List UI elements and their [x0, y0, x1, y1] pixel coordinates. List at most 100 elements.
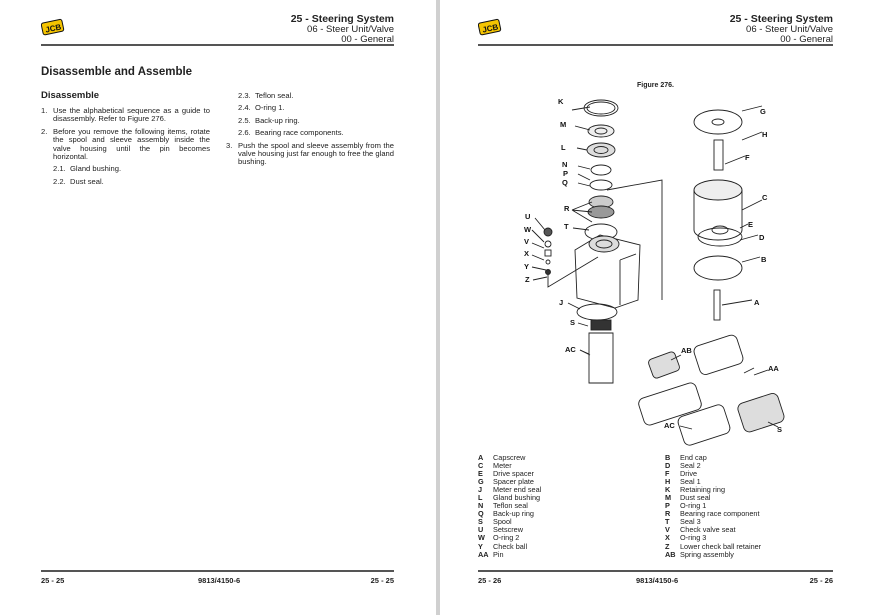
substep-text: Dust seal. — [70, 176, 104, 186]
subsection-title: 06 - Steer Unit/Valve — [746, 24, 833, 35]
svg-text:JCB: JCB — [45, 22, 63, 34]
legend-label: Seal 1 — [680, 477, 701, 487]
callout-label: H — [762, 130, 767, 139]
step-number: 2. — [41, 126, 48, 136]
substep: 2.4.O-ring 1. — [238, 103, 394, 112]
legend-key: J — [478, 485, 483, 495]
callout-label: F — [745, 153, 750, 162]
callout-label: C — [762, 193, 768, 202]
callout-label: V — [524, 237, 529, 246]
legend-key: V — [665, 525, 670, 535]
callout-label: A — [754, 298, 760, 307]
legend-key: B — [665, 453, 671, 462]
substep-text: Back-up ring. — [255, 115, 300, 125]
jcb-logo: JCB — [478, 18, 502, 36]
publication-number: 9813/4150-6 — [198, 576, 241, 585]
legend-label: Bearing race component — [680, 509, 760, 519]
legend-key: T — [665, 517, 670, 527]
legend-label: Meter end seal — [493, 485, 542, 495]
subsubsection-title: 00 - General — [780, 34, 833, 45]
substep-text: Gland bushing. — [70, 164, 122, 174]
legend-row: E Drive spacer — [478, 470, 541, 478]
step-text: Push the spool and sleeve assembly from … — [238, 140, 394, 167]
substep: 2.2.Dust seal. — [53, 176, 210, 186]
legend-label: Back-up ring — [493, 509, 534, 519]
page-header: 25 - Steering System 06 - Steer Unit/Val… — [730, 13, 833, 45]
legend-label: O-ring 2 — [493, 533, 520, 543]
step-1: 1.Use the alphabetical sequence as a gui… — [41, 106, 210, 124]
callout-label: AC — [664, 421, 675, 430]
legend-label: Seal 3 — [680, 517, 701, 527]
page-header: 25 - Steering System 06 - Steer Unit/Val… — [291, 13, 394, 45]
step-2: 2. Before you remove the following items,… — [41, 126, 210, 162]
substep: 2.6.Bearing race components. — [238, 128, 394, 138]
legend-key: Z — [665, 541, 670, 551]
legend-row: C Meter — [478, 461, 541, 471]
legend-label: O-ring 1 — [680, 501, 707, 511]
legend-label: Meter — [493, 461, 512, 471]
callout-label: S — [777, 425, 782, 434]
callout-label: AA — [768, 364, 779, 373]
legend-key: S — [478, 517, 483, 527]
page-number-right: 25 - 25 — [370, 576, 394, 585]
legend-label: Dust seal — [680, 493, 711, 503]
spool-housing-parts — [531, 99, 641, 384]
callout-label: AB — [681, 346, 692, 355]
legend-label: Drive — [680, 469, 698, 479]
legend-key: C — [478, 461, 484, 471]
callout-label: Q — [562, 178, 568, 187]
callout-label: R — [564, 204, 570, 213]
substep-number: 2.6. — [238, 128, 251, 138]
legend-key: F — [665, 469, 670, 479]
callout-label: M — [560, 120, 566, 129]
legend-label: Spacer plate — [493, 477, 534, 487]
legend-key: E — [478, 469, 483, 479]
header-rule — [41, 44, 394, 46]
callout-label: K — [558, 97, 564, 106]
callout-label: AC — [565, 345, 576, 354]
page-heading: Disassemble and Assemble — [41, 66, 193, 78]
legend-label: Seal 2 — [680, 461, 701, 471]
legend-label: Pin — [493, 549, 504, 559]
legend-label: Spool — [493, 517, 512, 527]
callout-label: W — [524, 225, 532, 234]
substep: 2.5.Back-up ring. — [238, 115, 394, 125]
callout-label: D — [759, 233, 765, 242]
footer-rule — [478, 570, 833, 572]
substep: 2.3.Teflon seal. — [238, 91, 394, 100]
step-text: Before you remove the following items, r… — [53, 126, 210, 162]
callout-label: L — [561, 143, 566, 152]
step-text: Use the alphabetical sequence as a guide… — [53, 106, 210, 124]
legend-key: P — [665, 501, 670, 511]
callout-label: J — [559, 298, 563, 307]
substep-number: 2.1. — [53, 164, 66, 174]
legend-key: AB — [665, 549, 676, 559]
legend-label: Check valve seat — [680, 525, 736, 535]
legend-label: Spring assembly — [680, 549, 734, 559]
figure-caption: Figure 276. — [637, 82, 674, 89]
substep: 2.1. Gland bushing. — [53, 164, 210, 174]
substep-text: Teflon seal. — [255, 91, 294, 100]
legend-row: T Seal 3 — [665, 518, 761, 526]
footer-rule — [41, 570, 394, 572]
header-rule — [478, 44, 833, 46]
callout-label: T — [564, 222, 569, 231]
publication-number: 9813/4150-6 — [636, 576, 679, 585]
step-3: 3.Push the spool and sleeve assembly fro… — [226, 140, 394, 167]
legend-key: D — [665, 461, 671, 471]
subsubsection-title: 00 - General — [341, 34, 394, 45]
legend-label: Drive spacer — [493, 469, 534, 479]
spool-sleeve-views — [579, 334, 785, 446]
legend-key: N — [478, 501, 484, 511]
section-title: 25 - Steering System — [729, 13, 833, 25]
callout-label: E — [748, 220, 753, 229]
